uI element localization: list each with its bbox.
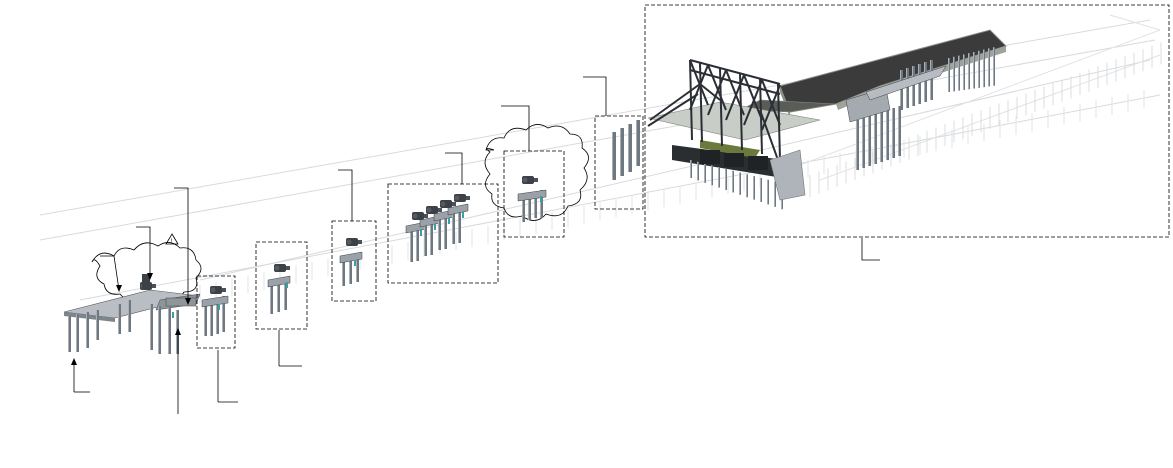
phase-4-pier-group (331, 220, 377, 302)
pier-column (356, 254, 359, 282)
pier-column (438, 216, 441, 250)
pier-column (868, 116, 871, 166)
pier-cap (267, 275, 291, 288)
pier-column (270, 282, 273, 314)
pier-column (862, 118, 865, 168)
pier-column (410, 228, 413, 262)
pier-column (444, 215, 447, 249)
pier-column (892, 108, 895, 158)
phase-7-pier-group (594, 115, 644, 210)
pier-column (430, 221, 433, 255)
revision-mark: ! (171, 239, 173, 245)
pier-column (856, 120, 859, 170)
pier-column (222, 296, 225, 332)
revision-cloud-1 (91, 242, 202, 301)
pier-column (620, 128, 624, 176)
pier-column (522, 196, 525, 222)
main-deck (779, 29, 1007, 113)
revision-triangle-icon (165, 233, 179, 245)
pier-column (68, 316, 71, 352)
pier-column (277, 280, 280, 312)
pier-column (204, 302, 207, 336)
pier-column (912, 66, 915, 106)
pier-column (284, 278, 287, 310)
pier-column (216, 298, 219, 334)
phase-1-start-piers: ! (63, 233, 202, 354)
pier-column (528, 194, 531, 220)
pier-column (424, 222, 427, 256)
callout-leaders (73, 76, 880, 414)
pier-column (628, 124, 632, 172)
pier-column (96, 310, 99, 340)
pier-column (874, 114, 877, 164)
pier-column (349, 256, 352, 284)
pier-column (76, 314, 79, 352)
revision-cloud-2 (484, 124, 589, 221)
pier-column (924, 62, 927, 102)
pier-column (158, 306, 161, 354)
leader-arrowheads (71, 273, 191, 365)
pier-column (458, 209, 461, 243)
ghost-alignment (39, 19, 1161, 301)
pier-cap (201, 295, 229, 308)
pier-column (930, 60, 933, 100)
pier-cap (447, 203, 469, 216)
pier-column (540, 190, 543, 218)
pier-cap (517, 189, 547, 202)
pier-column (128, 300, 131, 332)
pier-column (168, 308, 171, 354)
pier-column (342, 258, 345, 286)
phase-6-pier-group (484, 124, 589, 238)
phase-3-pier-group (255, 241, 308, 330)
pier-column (880, 112, 883, 162)
phase-8-main-span (644, 4, 1170, 238)
pier-column (118, 304, 121, 334)
pier-column (86, 312, 89, 348)
phase-5-pier-group (387, 183, 499, 284)
pier-column (886, 110, 889, 160)
pier-column (210, 300, 213, 336)
pier-column (452, 210, 455, 244)
pier-column (416, 227, 419, 261)
pier-column (636, 120, 640, 166)
pier-column (612, 132, 616, 180)
pier-column (918, 64, 921, 104)
pier-column (150, 304, 153, 350)
phase-2-pier-group (196, 275, 236, 349)
pier-cap (339, 251, 363, 264)
pier-column (534, 192, 537, 218)
pier-column (900, 70, 903, 110)
pier-column (898, 106, 901, 156)
pier-column (906, 68, 909, 108)
